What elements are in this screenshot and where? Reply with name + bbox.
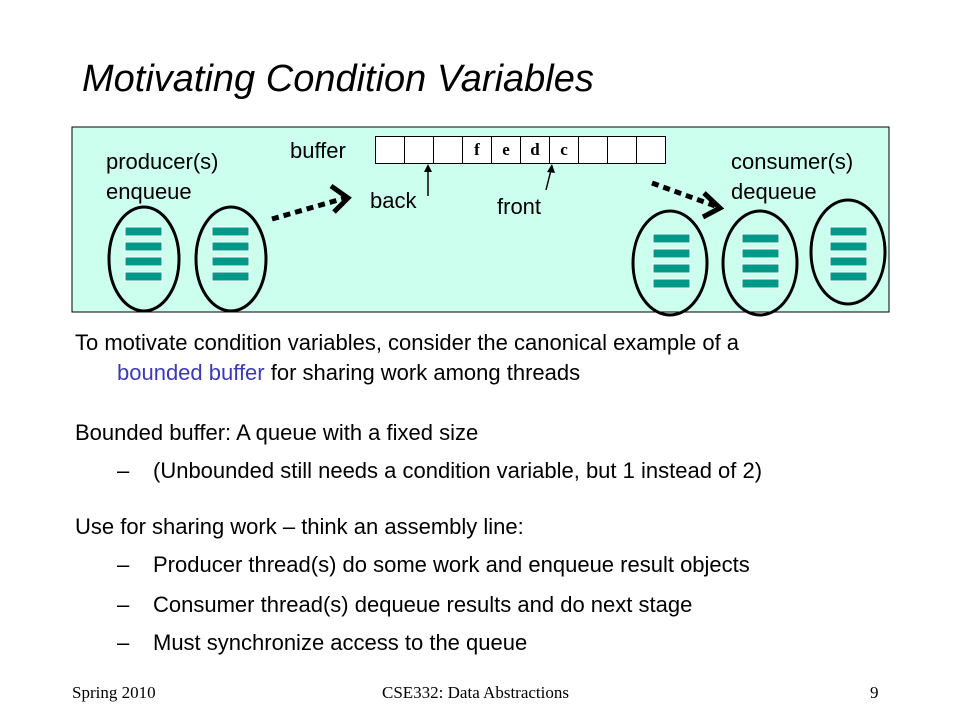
footer-date: Spring 2010 bbox=[72, 683, 156, 702]
front-pointer-arrow bbox=[545, 164, 555, 191]
front-label: front bbox=[497, 194, 542, 219]
dequeue-arrow bbox=[651, 180, 725, 220]
enqueue-label: enqueue bbox=[106, 179, 192, 204]
buffer-cell bbox=[375, 136, 405, 164]
producer-thread-1 bbox=[107, 205, 181, 313]
slide-title: Motivating Condition Variables bbox=[82, 58, 594, 100]
paragraph-intro: To motivate condition variables, conside… bbox=[75, 328, 739, 388]
bullet-unbounded: –(Unbounded still needs a condition vari… bbox=[117, 458, 763, 483]
back-label: back bbox=[370, 188, 417, 213]
consumer-thread-1 bbox=[631, 209, 709, 317]
buffer-cell bbox=[404, 136, 434, 164]
consumer-label: consumer(s) bbox=[731, 149, 854, 174]
consumer-thread-3 bbox=[809, 198, 887, 306]
enqueue-arrow bbox=[271, 183, 352, 222]
buffer-cell: f bbox=[462, 136, 492, 164]
paragraph-intro-line1: To motivate condition variables, conside… bbox=[75, 330, 740, 355]
bullet-consumer: –Consumer thread(s) dequeue results and … bbox=[117, 592, 693, 617]
bounded-buffer-term: bounded buffer bbox=[117, 360, 265, 385]
paragraph-sharing-work: Use for sharing work – think an assembly… bbox=[75, 514, 524, 539]
buffer-cell bbox=[433, 136, 463, 164]
dequeue-label: dequeue bbox=[731, 179, 817, 204]
paragraph-intro-line2: bounded buffer for sharing work among th… bbox=[75, 358, 739, 388]
bullet-synchronize: –Must synchronize access to the queue bbox=[117, 630, 528, 655]
paragraph-intro-tail: for sharing work among threads bbox=[264, 360, 581, 385]
buffer-label: buffer bbox=[290, 138, 346, 163]
back-pointer-arrow bbox=[424, 164, 432, 196]
bullet-producer: –Producer thread(s) do some work and enq… bbox=[117, 552, 750, 577]
buffer-cell bbox=[578, 136, 608, 164]
buffer-cell bbox=[607, 136, 637, 164]
paragraph-bounded-buffer: Bounded buffer: A queue with a fixed siz… bbox=[75, 420, 479, 445]
buffer-cell bbox=[636, 136, 666, 164]
buffer-cell: c bbox=[549, 136, 579, 164]
producer-thread-2 bbox=[194, 205, 268, 313]
footer-page-number: 9 bbox=[870, 683, 879, 702]
consumer-thread-2 bbox=[721, 209, 799, 317]
producer-label: producer(s) bbox=[106, 149, 219, 174]
buffer-cell: d bbox=[520, 136, 550, 164]
buffer-cell: e bbox=[491, 136, 521, 164]
footer-course: CSE332: Data Abstractions bbox=[382, 683, 569, 702]
buffer-array: f e d c bbox=[375, 136, 666, 164]
